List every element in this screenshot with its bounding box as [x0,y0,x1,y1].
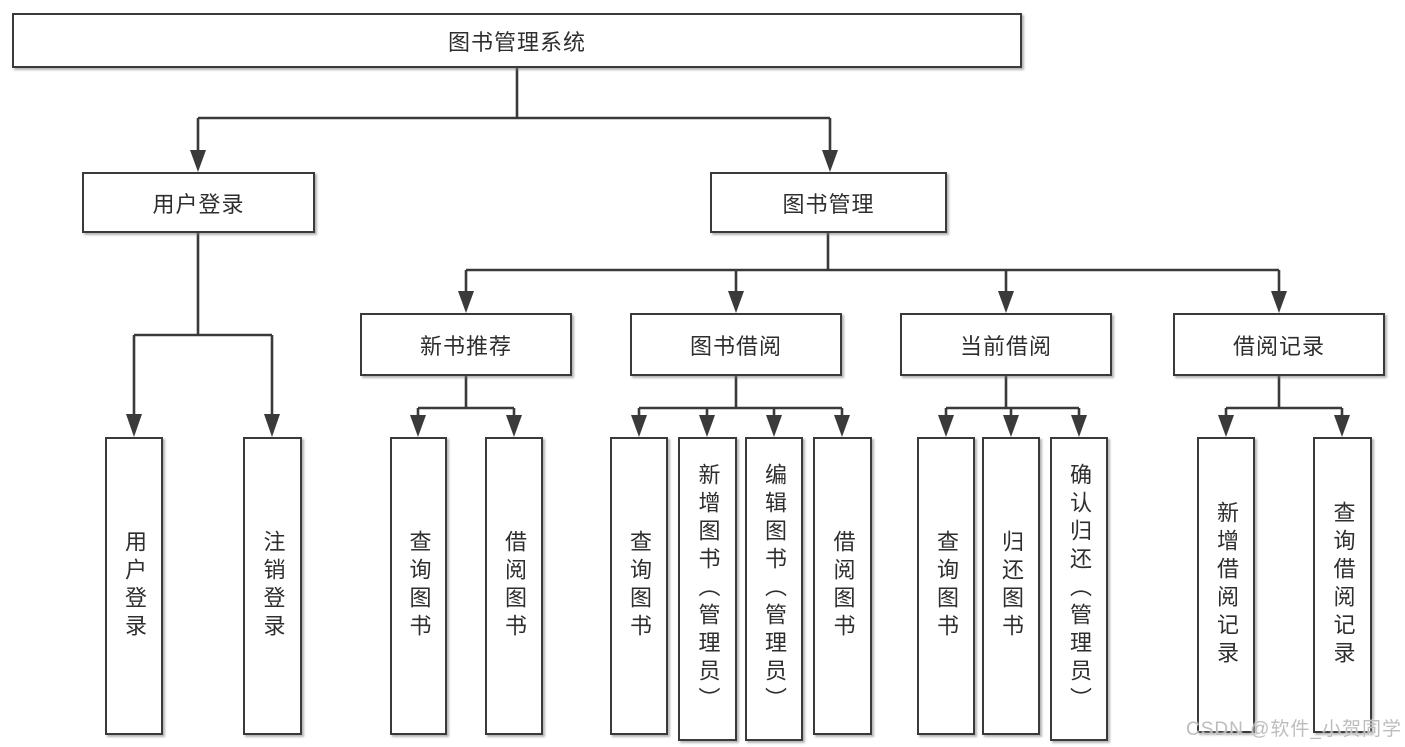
csdn-watermark: CSDN @软件_小贺同学 [1186,719,1402,740]
leaf-query-borrow-record: 查询借阅记录 [1313,437,1372,733]
connector-borrowing-records [1218,376,1350,437]
leaf-query-books-current: 查询图书 [917,437,975,735]
node-label: 确认归还（管理员） [1067,463,1092,715]
connector-root-to-level2 [190,68,838,172]
leaf-return-book: 归还图书 [982,437,1040,735]
node-label: 用户登录 [152,191,245,217]
node-label: 新增借阅记录 [1214,501,1239,669]
leaf-add-book-admin: 新增图书（管理员） [678,437,737,741]
node-label: 查询图书 [406,530,432,642]
node-label: 借阅图书 [830,530,856,642]
node-label: 注销登录 [260,530,286,642]
node-label: 编辑图书（管理员） [762,463,787,715]
node-user-login: 用户登录 [82,172,315,233]
leaf-query-books-recommend: 查询图书 [390,437,447,735]
leaf-logout: 注销登录 [243,437,302,735]
node-label: 归还图书 [999,530,1024,642]
node-label: 查询图书 [934,530,959,642]
node-label: 新增图书（管理员） [695,463,721,715]
node-label: 图书借阅 [689,333,782,359]
node-book-borrowing: 图书借阅 [630,313,842,376]
node-label: 查询借阅记录 [1330,501,1356,669]
leaf-borrow-books-recommend: 借阅图书 [485,437,543,735]
connector-book-management-to-level3 [458,233,1287,313]
connector-user-login-to-leaves [126,233,280,437]
leaf-user-login: 用户登录 [105,437,163,735]
node-label: 借阅记录 [1232,333,1325,359]
node-label: 图书管理 [782,191,875,217]
node-label: 新书推荐 [419,333,512,359]
node-new-book-recommend: 新书推荐 [360,313,572,376]
node-borrowing-records: 借阅记录 [1173,313,1385,376]
node-book-management: 图书管理 [710,172,947,233]
node-label: 借阅图书 [502,530,527,642]
connector-current-borrowing [938,376,1087,437]
node-book-management-system: 图书管理系统 [12,13,1022,68]
node-label: 查询图书 [627,530,652,642]
node-label: 当前借阅 [959,333,1052,359]
node-label: 图书管理系统 [447,29,586,55]
node-current-borrowing: 当前借阅 [900,313,1112,376]
connector-book-borrowing [631,376,850,437]
leaf-add-borrow-record: 新增借阅记录 [1197,437,1255,733]
leaf-edit-book-admin: 编辑图书（管理员） [745,437,803,741]
connector-new-book-recommend [410,376,522,437]
leaf-borrow-books-borrowing: 借阅图书 [813,437,872,735]
leaf-query-books-borrowing: 查询图书 [610,437,668,735]
leaf-confirm-return-admin: 确认归还（管理员） [1050,437,1108,741]
node-label: 用户登录 [122,530,147,642]
